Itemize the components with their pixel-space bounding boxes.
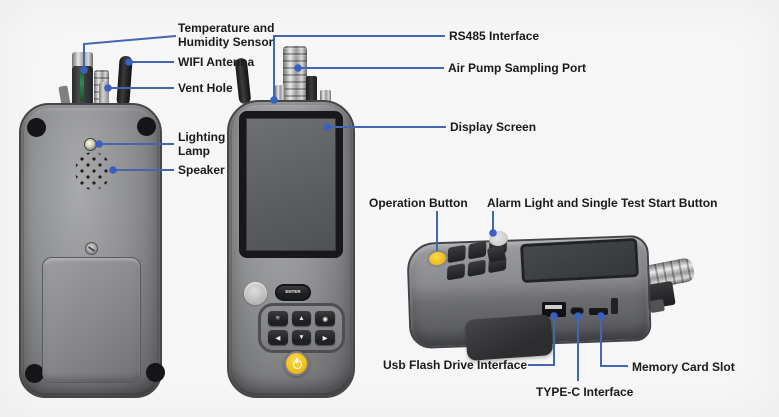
side-slot	[611, 298, 618, 314]
speaker-grille	[75, 152, 111, 190]
rs485-connector	[306, 76, 317, 102]
leader-memory	[600, 317, 628, 367]
battery-cover-screw	[85, 242, 98, 255]
keypad-keys: ≡▲◉ ◀▼▶	[258, 303, 345, 353]
callout-memory-card-slot: Memory Card Slot	[632, 360, 735, 374]
keypad-key: ◀	[268, 330, 288, 345]
leader-temp-humidity	[83, 35, 177, 69]
callout-speaker: Speaker	[178, 163, 225, 177]
battery-cover	[42, 257, 141, 383]
top-port	[275, 85, 285, 105]
corner-bumper	[25, 364, 44, 383]
callout-type-c-interface: TYPE-C Interface	[536, 385, 634, 399]
corner-bumper	[137, 117, 156, 136]
keypad-key: ▶	[315, 330, 335, 345]
keypad-key: ◉	[315, 311, 335, 326]
enter-button: ENTER	[275, 284, 311, 301]
leader-rs485	[273, 35, 445, 100]
usb-flash-drive-interface	[542, 302, 566, 317]
alarm-light	[244, 282, 267, 305]
callout-usb-flash-drive-interface: Usb Flash Drive Interface	[383, 358, 528, 372]
display-screen	[246, 118, 336, 251]
memory-card-slot	[589, 308, 608, 315]
keypad-key: ≡	[268, 311, 288, 326]
air-pump-sampling-port	[283, 46, 307, 104]
keypad-key: ▲	[291, 311, 312, 326]
callout-temperature-humidity-sensor: Temperature and Humidity Sensor	[178, 21, 275, 49]
vent-hole	[99, 82, 109, 106]
top-port	[320, 90, 331, 106]
temperature-humidity-sensor-cap	[72, 52, 93, 69]
callout-vent-hole: Vent Hole	[178, 81, 233, 95]
callout-display-screen: Display Screen	[450, 120, 537, 134]
corner-bumper	[27, 118, 46, 137]
callout-rs485-interface: RS485 Interface	[449, 29, 540, 43]
callout-alarm-light-single-test-start-button: Alarm Light and Single Test Start Button	[487, 196, 718, 210]
power-button	[284, 351, 309, 376]
sensor-green-slit	[80, 70, 84, 101]
leader-usb	[528, 317, 555, 366]
callout-wifi-antenna: WIFI Antenna	[178, 55, 255, 69]
keypad-key: ▼	[291, 330, 312, 345]
callout-operation-button: Operation Button	[369, 196, 468, 210]
callout-lighting-lamp: Lighting Lamp	[178, 130, 226, 158]
corner-bumper	[146, 363, 165, 382]
leader-dots	[80, 58, 605, 320]
callout-air-pump-sampling-port: Air Pump Sampling Port	[448, 61, 587, 75]
